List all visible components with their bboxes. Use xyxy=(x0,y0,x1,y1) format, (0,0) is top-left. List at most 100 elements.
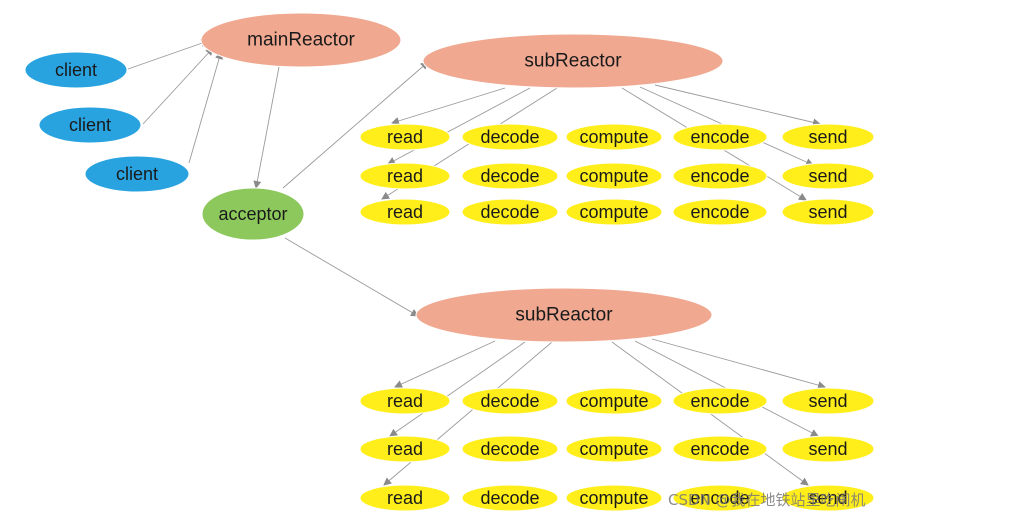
task-label: decode xyxy=(480,202,539,222)
task-ellipse xyxy=(359,198,451,226)
task-ellipse xyxy=(565,198,663,226)
task-send-s1-r2: send xyxy=(781,162,875,190)
task-decode-s2-r2: decode xyxy=(461,435,559,463)
client-to-main-1-edge xyxy=(127,39,209,70)
task-label: read xyxy=(387,202,423,222)
task-ellipse xyxy=(461,162,559,190)
task-label: encode xyxy=(690,488,749,508)
sub2-to-send-1-edge xyxy=(651,338,826,389)
main-to-acceptor-edge xyxy=(253,66,280,189)
task-read-s2-r3: read xyxy=(359,484,451,512)
client-to-main-3-edge xyxy=(188,51,223,164)
task-label: send xyxy=(808,127,847,147)
task-send-s1-r1: send xyxy=(781,123,875,151)
task-ellipse xyxy=(461,484,559,512)
task-send-s2-r2: send xyxy=(781,435,875,463)
sub-reactor-label: subReactor xyxy=(515,305,613,326)
task-label: read xyxy=(387,391,423,411)
task-label: encode xyxy=(690,166,749,186)
task-ellipse xyxy=(359,123,451,151)
task-label: encode xyxy=(690,439,749,459)
task-label: compute xyxy=(579,166,648,186)
acceptor-to-sub-2-edge xyxy=(284,237,419,317)
client-label: client xyxy=(69,115,111,135)
task-compute-s2-r2: compute xyxy=(565,435,663,463)
sub2-to-read-1-edge xyxy=(394,340,496,388)
task-ellipse xyxy=(672,435,768,463)
task-ellipse xyxy=(781,387,875,415)
task-label: read xyxy=(387,439,423,459)
acceptor-node: acceptor xyxy=(201,187,305,241)
client-node-3: client xyxy=(84,155,190,193)
client-ellipse xyxy=(24,51,128,89)
task-decode-s1-r3: decode xyxy=(461,198,559,226)
task-ellipse xyxy=(359,484,451,512)
task-ellipse xyxy=(565,387,663,415)
task-label: read xyxy=(387,166,423,186)
task-compute-s1-r1: compute xyxy=(565,123,663,151)
task-label: compute xyxy=(579,127,648,147)
task-label: compute xyxy=(579,391,648,411)
task-send-s1-r3: send xyxy=(781,198,875,226)
task-ellipse xyxy=(781,484,875,512)
task-encode-s1-r1: encode xyxy=(672,123,768,151)
task-read-s1-r2: read xyxy=(359,162,451,190)
edge-layer xyxy=(127,39,826,486)
task-encode-s1-r3: encode xyxy=(672,198,768,226)
task-label: decode xyxy=(480,127,539,147)
task-read-s1-r3: read xyxy=(359,198,451,226)
task-ellipse xyxy=(565,484,663,512)
task-label: send xyxy=(808,488,847,508)
task-label: compute xyxy=(579,439,648,459)
task-ellipse xyxy=(672,162,768,190)
client-node-1: client xyxy=(24,51,128,89)
node-layer: client client client mainReactor accepto… xyxy=(24,12,875,512)
task-compute-s1-r2: compute xyxy=(565,162,663,190)
task-decode-s1-r2: decode xyxy=(461,162,559,190)
task-ellipse xyxy=(781,162,875,190)
task-ellipse xyxy=(461,123,559,151)
task-label: encode xyxy=(690,127,749,147)
task-read-s2-r1: read xyxy=(359,387,451,415)
task-label: send xyxy=(808,439,847,459)
sub1-to-send-1-edge xyxy=(654,84,821,127)
task-ellipse xyxy=(359,435,451,463)
task-decode-s2-r1: decode xyxy=(461,387,559,415)
task-read-s2-r2: read xyxy=(359,435,451,463)
task-label: decode xyxy=(480,439,539,459)
task-label: send xyxy=(808,166,847,186)
sub-reactor-label: subReactor xyxy=(524,51,622,72)
task-compute-s2-r3: compute xyxy=(565,484,663,512)
task-decode-s1-r1: decode xyxy=(461,123,559,151)
client-ellipse xyxy=(38,106,142,144)
sub-reactor-node-2: subReactor xyxy=(415,287,713,343)
task-ellipse xyxy=(565,435,663,463)
task-label: decode xyxy=(480,166,539,186)
client-label: client xyxy=(55,60,97,80)
task-ellipse xyxy=(781,123,875,151)
task-label: compute xyxy=(579,202,648,222)
task-label: decode xyxy=(480,391,539,411)
task-label: read xyxy=(387,127,423,147)
task-send-s2-r1: send xyxy=(781,387,875,415)
task-ellipse xyxy=(781,198,875,226)
task-read-s1-r1: read xyxy=(359,123,451,151)
task-send-s2-r3: send xyxy=(781,484,875,512)
main-reactor-label: mainReactor xyxy=(247,30,355,51)
sub-reactor-node-1: subReactor xyxy=(422,33,724,89)
task-compute-s1-r3: compute xyxy=(565,198,663,226)
task-label: encode xyxy=(690,202,749,222)
task-ellipse xyxy=(359,387,451,415)
task-ellipse xyxy=(672,198,768,226)
task-ellipse xyxy=(461,387,559,415)
client-label: client xyxy=(116,164,158,184)
task-ellipse xyxy=(359,162,451,190)
task-decode-s2-r3: decode xyxy=(461,484,559,512)
sub1-to-read-1-edge xyxy=(391,87,506,125)
task-ellipse xyxy=(461,198,559,226)
task-ellipse xyxy=(565,162,663,190)
task-encode-s1-r2: encode xyxy=(672,162,768,190)
client-to-main-2-edge xyxy=(142,47,214,125)
task-ellipse xyxy=(781,435,875,463)
